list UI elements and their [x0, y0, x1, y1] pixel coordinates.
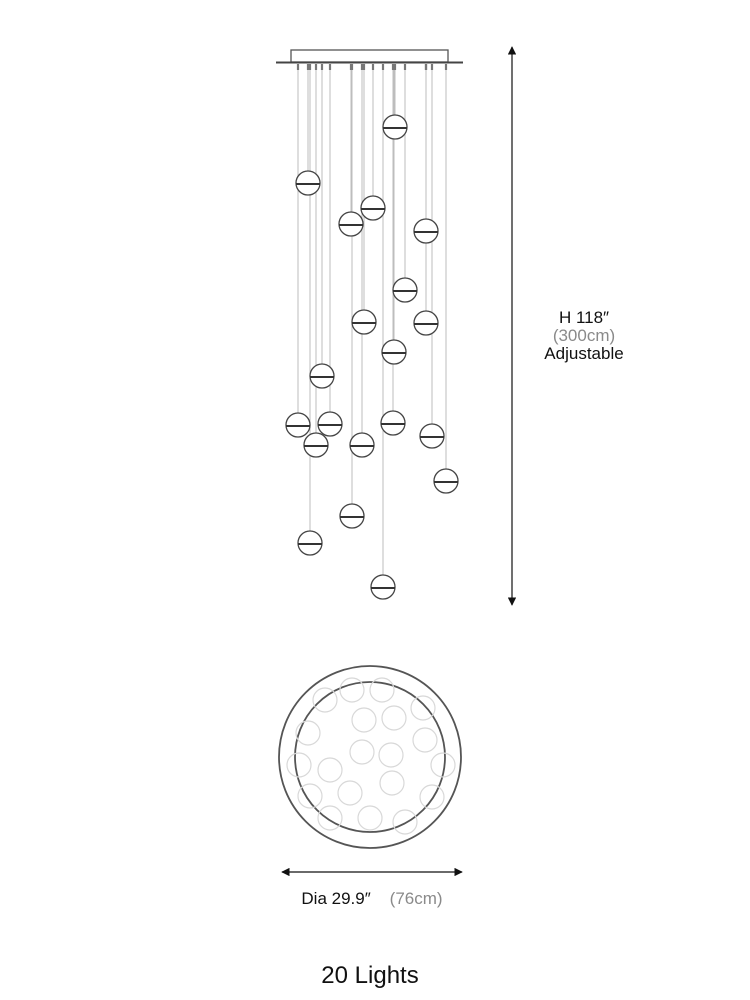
diameter-imperial: Dia 29.9″ [301, 889, 371, 908]
top-view-ball [410, 695, 436, 721]
pendant-group [285, 64, 459, 600]
pendant-ball [360, 195, 386, 221]
lights-count: 20 Lights [321, 962, 419, 989]
height-adjustable: Adjustable [544, 344, 624, 363]
pendant-ball [380, 410, 406, 436]
pendant-ball [297, 530, 323, 556]
pendant-ball [349, 432, 375, 458]
pendant-ball [381, 339, 407, 365]
pendant-ball [338, 211, 364, 237]
pendant-ball [382, 114, 408, 140]
top-view-ball [392, 809, 418, 835]
top-view-ball [295, 720, 321, 746]
top-view-ball [419, 784, 445, 810]
top-view-ball [357, 805, 383, 831]
top-view-ball [351, 707, 377, 733]
top-view-ball [378, 742, 404, 768]
pendant-ball [339, 503, 365, 529]
pendant-ball [413, 310, 439, 336]
top-view-ball [317, 757, 343, 783]
pendant-ball [351, 309, 377, 335]
pendant-ball [303, 432, 329, 458]
top-view-ball [297, 783, 323, 809]
top-view-ball [381, 705, 407, 731]
diameter-label: Dia 29.9″ (76cm) [0, 889, 744, 909]
top-view-ball [369, 677, 395, 703]
pendant-ball [285, 412, 311, 438]
pendant-ball [295, 170, 321, 196]
top-view-ball [312, 687, 338, 713]
pendant-ball [419, 423, 445, 449]
height-metric: (300cm) [552, 326, 616, 345]
height-label: H 118″ (300cm) Adjustable [536, 309, 632, 363]
height-imperial: H 118″ [558, 308, 610, 327]
pendant-ball [309, 363, 335, 389]
top-view-ball [317, 805, 343, 831]
pendant-ball [370, 574, 396, 600]
top-view-ball [337, 780, 363, 806]
top-view-ball [412, 727, 438, 753]
pendant-ball [317, 411, 343, 437]
top-view-ball [286, 752, 312, 778]
pendant-ball [433, 468, 459, 494]
top-view [278, 665, 462, 849]
pendant-ball [392, 277, 418, 303]
top-view-pendants [286, 677, 456, 835]
top-view-ball [339, 677, 365, 703]
diameter-metric: (76cm) [389, 889, 443, 908]
top-view-ball [430, 752, 456, 778]
top-view-ball [379, 770, 405, 796]
canopy [276, 49, 463, 64]
top-view-ball [349, 739, 375, 765]
pendant-ball [413, 218, 439, 244]
